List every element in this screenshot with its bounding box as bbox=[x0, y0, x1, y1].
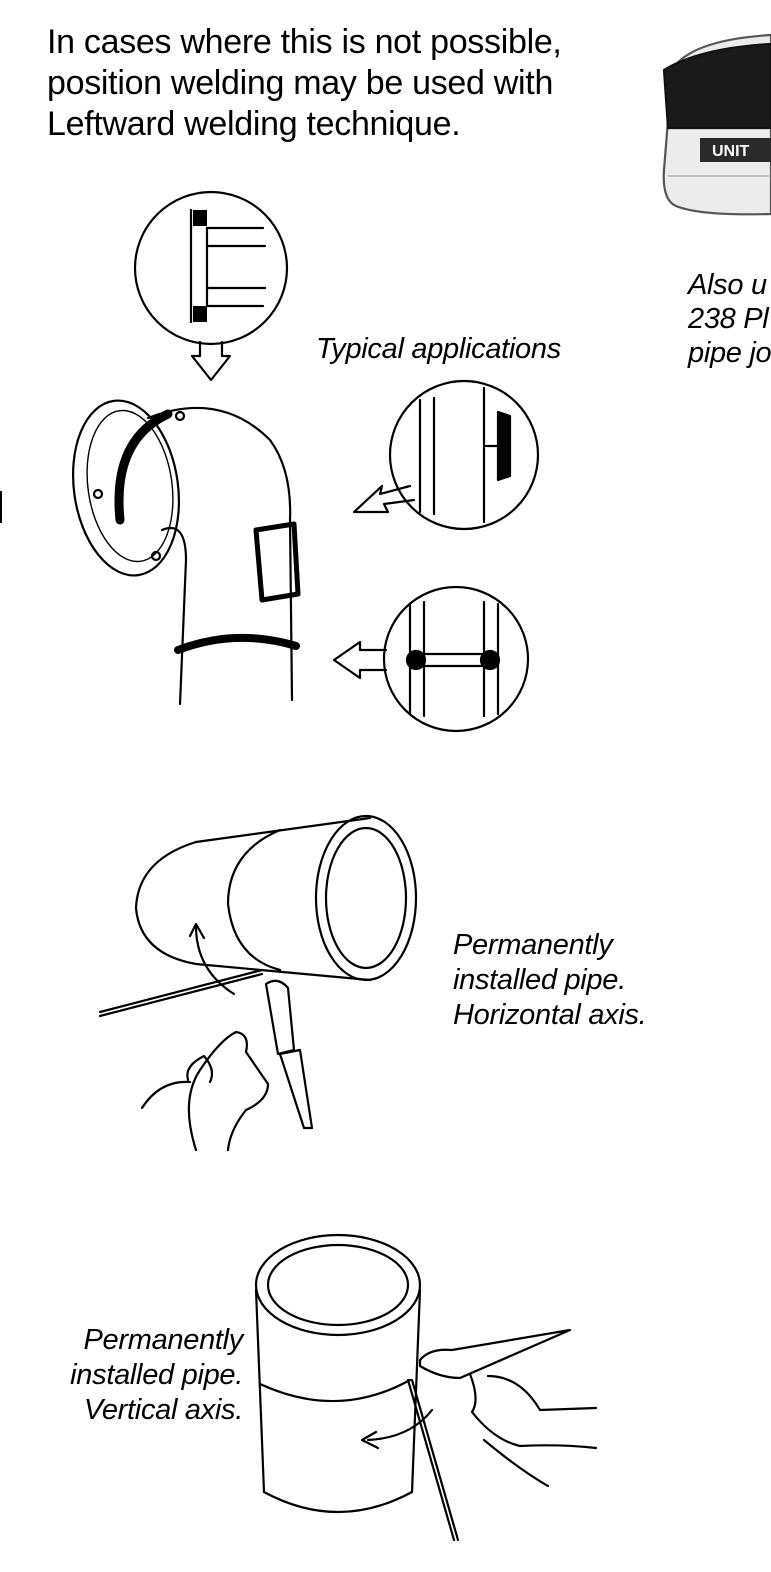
flange-detail-circle bbox=[133, 190, 289, 382]
vertical-axis-caption: Permanently installed pipe. Vertical axi… bbox=[56, 1323, 243, 1428]
side-caption-line-1: Also u bbox=[688, 269, 767, 301]
horizontal-caption-line-2: installed pipe. bbox=[453, 964, 626, 996]
product-label: UNIT bbox=[712, 143, 750, 160]
margin-mark bbox=[0, 491, 2, 523]
vertical-caption-line-2: installed pipe. bbox=[70, 1359, 243, 1391]
socket-detail-circle bbox=[352, 379, 540, 531]
typical-applications-caption: Typical applications bbox=[316, 333, 561, 365]
butt-joint-detail-circle bbox=[332, 585, 530, 733]
elbow-pipe-drawing bbox=[71, 399, 301, 706]
side-caption-line-3: pipe jo bbox=[688, 337, 771, 369]
vertical-caption-line-1: Permanently bbox=[83, 1324, 244, 1356]
intro-paragraph: In cases where this is not possible, pos… bbox=[47, 22, 607, 145]
side-caption: Also u 238 Pl pipe jo bbox=[688, 268, 771, 370]
horizontal-caption-line-3: Horizontal axis. bbox=[453, 999, 647, 1031]
vertical-caption-line-3: Vertical axis. bbox=[83, 1394, 243, 1426]
vertical-pipe-drawing bbox=[254, 1233, 598, 1542]
intro-line-3: Leftward welding technique. bbox=[47, 105, 461, 143]
side-caption-line-2: 238 Pl bbox=[688, 303, 769, 335]
product-container-image: UNIT bbox=[662, 33, 771, 216]
intro-line-1: In cases where this is not possible, bbox=[47, 23, 562, 61]
horizontal-pipe-drawing bbox=[98, 814, 418, 1152]
horizontal-axis-caption: Permanently installed pipe. Horizontal a… bbox=[453, 928, 647, 1033]
intro-line-2: position welding may be used with bbox=[47, 64, 554, 102]
horizontal-caption-line-1: Permanently bbox=[453, 929, 613, 961]
